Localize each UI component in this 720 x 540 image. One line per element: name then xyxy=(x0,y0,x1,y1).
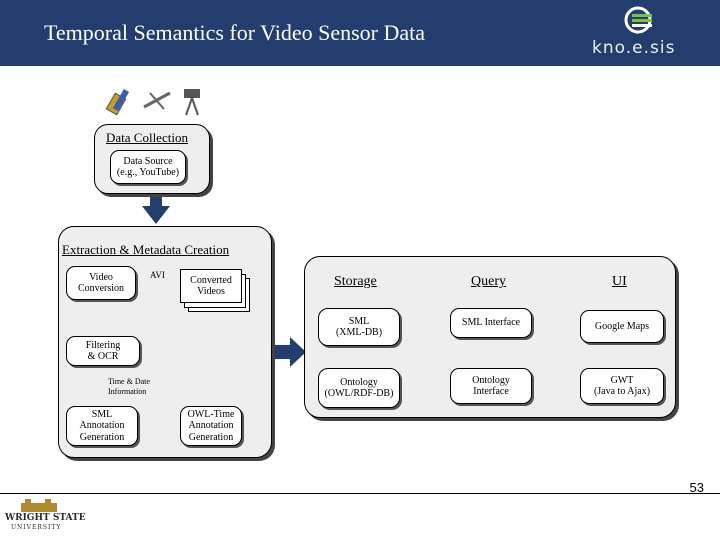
filtering-ocr-box: Filtering & OCR xyxy=(66,336,140,366)
converted-videos-text: Converted Videos xyxy=(190,274,232,298)
sml-db-text: SML (XML-DB) xyxy=(335,315,383,339)
data-source-text: Data Source (e.g., YouTube) xyxy=(116,155,180,179)
knoesis-logo: kno.e.sis xyxy=(592,4,716,62)
data-collection-label: Data Collection xyxy=(106,130,188,145)
sml-db-box: SML (XML-DB) xyxy=(318,308,400,346)
knoesis-logo-text: kno.e.sis xyxy=(592,38,676,58)
camera-tripod-icon xyxy=(184,89,200,116)
ontology-db-box: Ontology (OWL/RDF-DB) xyxy=(318,368,400,408)
owl-time-text: OWL-Time Annotation Generation xyxy=(187,408,235,443)
ui-heading: UI xyxy=(612,274,627,289)
wright-state-university: UNIVERSITY xyxy=(11,524,62,531)
wright-state-building-icon xyxy=(21,499,57,512)
extraction-label: Extraction & Metadata Creation xyxy=(62,242,230,257)
wright-state-name: WRIGHT STATE xyxy=(5,513,86,523)
google-maps-box: Google Maps xyxy=(580,310,664,343)
query-heading: Query xyxy=(471,274,506,289)
video-conversion-box: Video Conversion xyxy=(66,266,136,300)
ontology-db-text: Ontology (OWL/RDF-DB) xyxy=(324,376,394,400)
sml-interface-text: SML Interface xyxy=(461,317,521,329)
title-bar: Temporal Semantics for Video Sensor Data… xyxy=(0,0,720,66)
extraction-to-storage-arrow xyxy=(272,337,306,367)
google-maps-text: Google Maps xyxy=(594,320,650,332)
ontology-interface-box: Ontology Interface xyxy=(450,368,532,404)
filtering-ocr-text: Filtering & OCR xyxy=(85,339,121,363)
gwt-box: GWT (Java to Ajax) xyxy=(580,368,664,404)
collection-to-extraction-arrow xyxy=(142,194,170,224)
time-date-label: Time & Date Information xyxy=(108,377,150,396)
slide-title: Temporal Semantics for Video Sensor Data xyxy=(44,20,426,45)
sml-interface-box: SML Interface xyxy=(450,308,532,338)
sml-annotation-box: SML Annotation Generation xyxy=(66,406,138,446)
video-conversion-text: Video Conversion xyxy=(77,271,125,295)
gwt-text: GWT (Java to Ajax) xyxy=(593,374,651,398)
data-source-box: Data Source (e.g., YouTube) xyxy=(110,150,186,184)
page-number: 53 xyxy=(689,480,704,495)
knoesis-logo-mark xyxy=(624,6,652,34)
converted-videos-box: Converted Videos xyxy=(180,269,242,303)
wright-state-logo: WRIGHT STATE UNIVERSITY xyxy=(5,497,86,537)
sensor-icons xyxy=(105,88,200,116)
drone-icon xyxy=(143,91,171,110)
storage-heading: Storage xyxy=(334,274,377,289)
sml-annotation-text: SML Annotation Generation xyxy=(79,408,125,443)
owl-time-box: OWL-Time Annotation Generation xyxy=(180,406,242,446)
satellite-icon xyxy=(105,88,130,116)
ontology-interface-text: Ontology Interface xyxy=(472,374,510,398)
avi-label: AVI xyxy=(150,270,165,280)
footer-divider xyxy=(0,493,720,494)
